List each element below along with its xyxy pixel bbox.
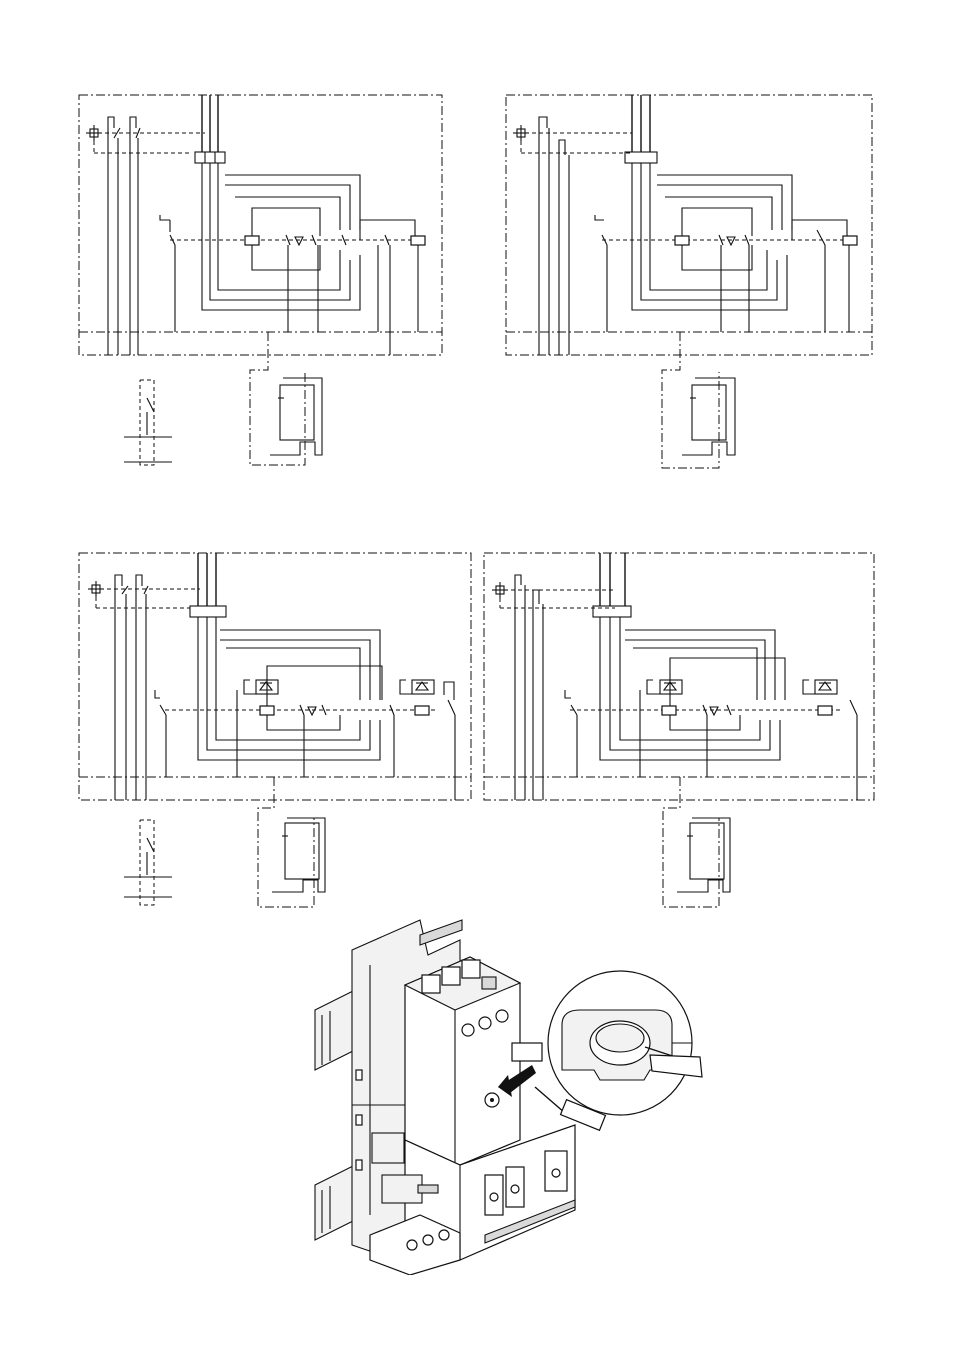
coil-symbol [662,706,676,715]
schematic-svg-top-left [60,80,460,480]
wiring-diagram-top-right [487,80,887,480]
motor-starter-illustration [300,915,720,1275]
label-tag [418,1185,438,1193]
schematic-svg-top-right [487,80,887,480]
coil-symbol [260,706,274,715]
side-latch [512,1043,542,1061]
device-symbol [692,385,726,440]
terminal-screw [462,1024,474,1036]
coil-symbol [411,236,425,245]
device-symbol [280,385,314,440]
thyristor-symbol [412,680,434,694]
terminal-block [422,975,440,993]
schematic-svg-bottom-right [465,540,885,920]
terminal-screw [496,1010,508,1022]
coil-symbol [818,706,832,715]
coil-symbol [415,706,429,715]
overload-relay-symbol [625,152,657,163]
overload-relay-symbol [190,606,226,617]
illustration-svg [300,915,720,1275]
terminal-screw [479,1017,491,1029]
coil-symbol [675,236,689,245]
module-window [372,1133,404,1163]
coil-symbol [245,236,259,245]
wiring-diagram-top-left [60,80,460,480]
coil-symbol [843,236,857,245]
wiring-diagram-bottom-left [60,540,480,920]
thyristor-symbol [815,680,837,694]
overload-relay-symbol [195,152,225,163]
diode-symbol [295,237,303,245]
terminal-block [462,960,480,978]
wiring-diagram-bottom-right [465,540,885,920]
enclosure-boundary [79,553,471,800]
enclosure-boundary [506,95,872,355]
thyristor-symbol [660,680,682,694]
enclosure-boundary [79,95,442,355]
terminal-block [442,967,460,985]
diode-symbol [727,237,735,245]
schematic-svg-bottom-left [60,540,480,920]
screwdriver-icon [535,1087,565,1113]
